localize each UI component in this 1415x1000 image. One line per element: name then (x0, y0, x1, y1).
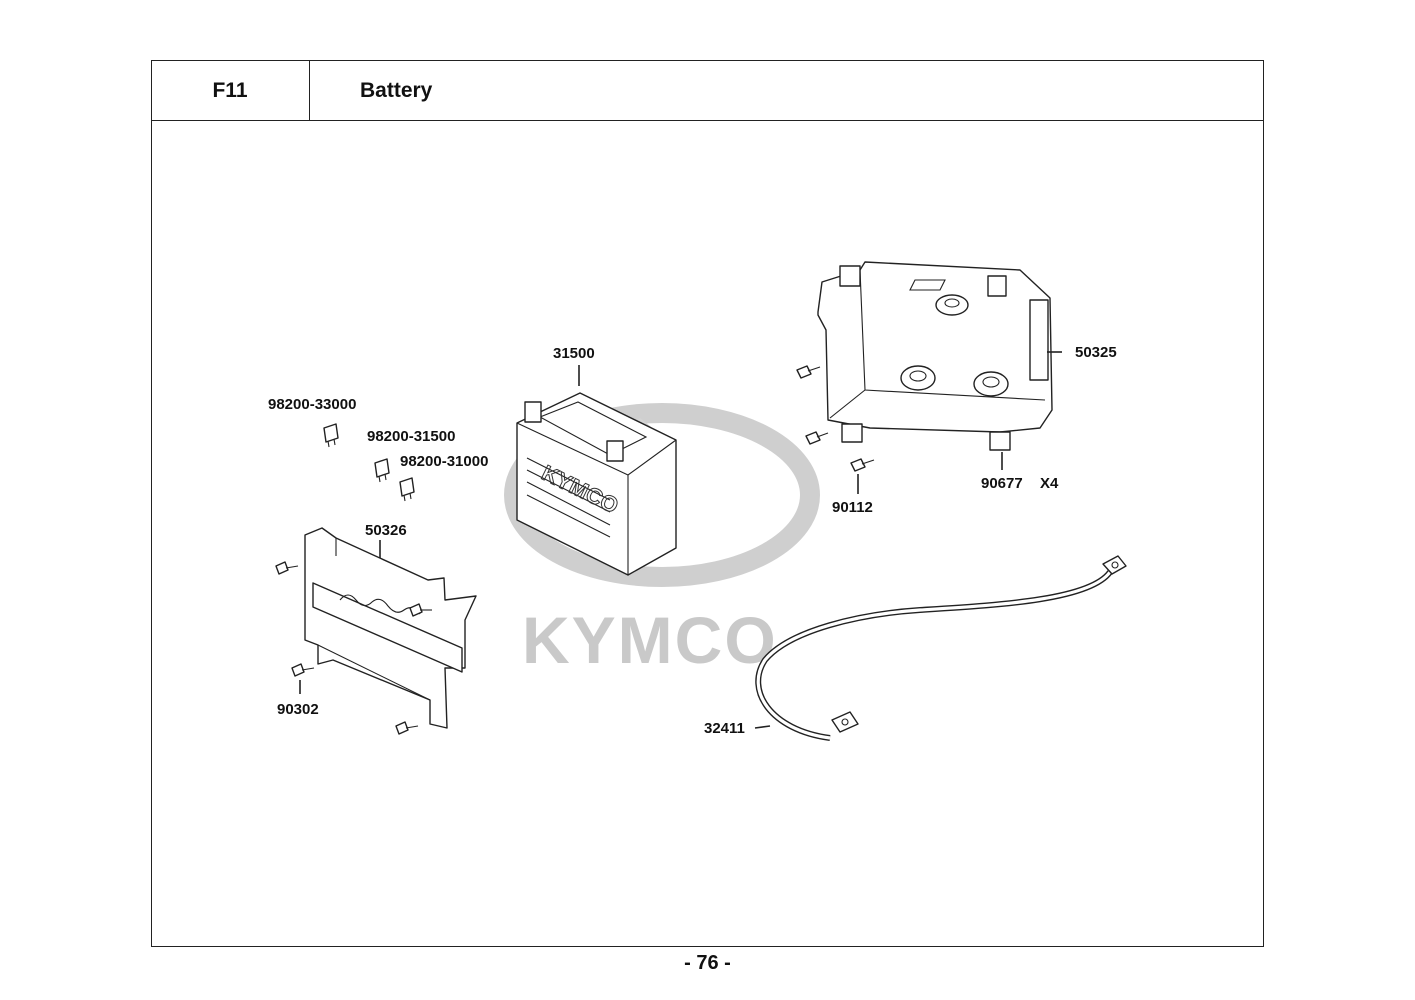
part-label-50325[interactable]: 50325 (1075, 344, 1117, 361)
screw-icon[interactable] (395, 721, 419, 735)
screw-icon[interactable] (291, 663, 315, 677)
bolt-icon[interactable] (850, 458, 875, 472)
watermark-brand-text: KYMCO (522, 603, 778, 677)
battery-box[interactable] (817, 261, 1053, 451)
battery[interactable]: KYMCO (516, 392, 677, 576)
part-label-98200-33000[interactable]: 98200-33000 (268, 396, 356, 413)
fuse-icon[interactable] (399, 477, 415, 502)
part-label-31500[interactable]: 31500 (553, 345, 595, 362)
leader-32411 (754, 725, 771, 729)
fuse-icon[interactable] (323, 423, 339, 448)
kymco-watermark-logo: KYMCO (504, 403, 820, 677)
bolt-icon[interactable] (796, 365, 821, 379)
part-label-90302[interactable]: 90302 (277, 701, 319, 718)
part-label-90677[interactable]: 90677 (981, 475, 1023, 492)
fuse-holder-bracket[interactable] (304, 527, 477, 729)
part-label-90112[interactable]: 90112 (832, 499, 873, 516)
section-code: F11 (151, 60, 310, 121)
screw-icon[interactable] (409, 603, 432, 617)
part-label-50326[interactable]: 50326 (365, 522, 407, 539)
section-title: Battery (360, 78, 433, 102)
header-divider (151, 120, 1264, 121)
page-number: - 76 - (684, 952, 731, 974)
screw-icon[interactable] (275, 561, 299, 575)
part-label-32411[interactable]: 32411 (704, 720, 745, 737)
fuse-icon[interactable] (374, 458, 390, 483)
battery-cable[interactable] (755, 555, 1127, 741)
diagram-frame (151, 60, 1264, 947)
part-label-98200-31000[interactable]: 98200-31000 (400, 453, 488, 470)
part-label-98200-31500[interactable]: 98200-31500 (367, 428, 455, 445)
bolt-icon[interactable] (805, 431, 829, 445)
part-qty-90677: X4 (1040, 475, 1059, 492)
